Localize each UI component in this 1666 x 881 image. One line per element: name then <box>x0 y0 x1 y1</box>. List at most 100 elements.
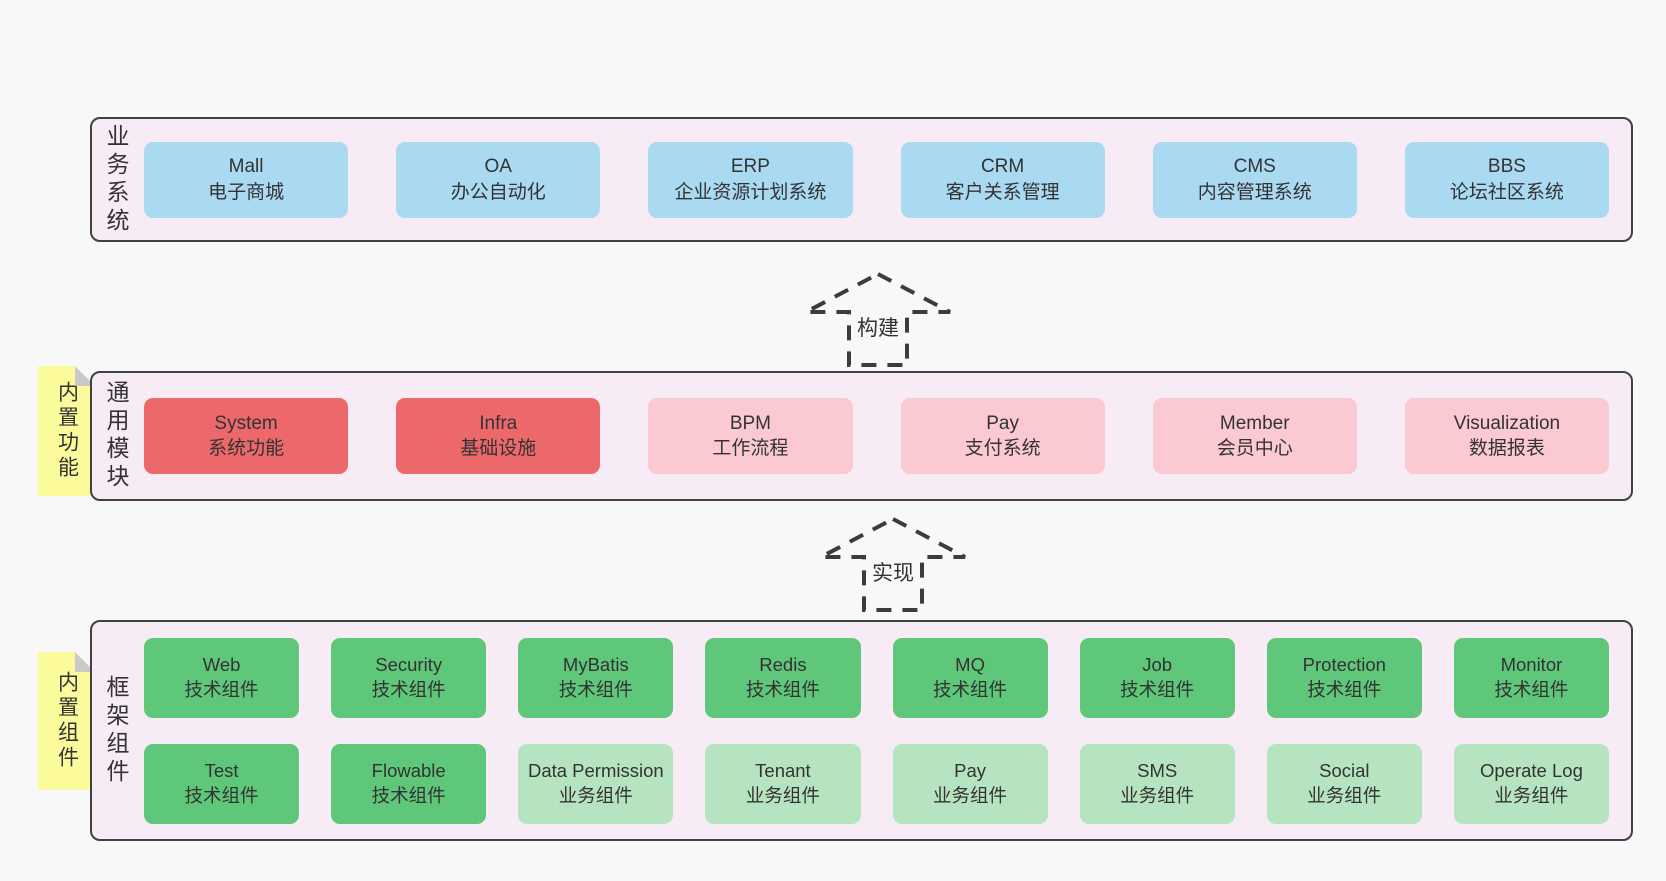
module-box-oa: OA 办公自动化 <box>396 141 601 218</box>
module-title: Visualization <box>1453 412 1561 434</box>
module-title: SMS <box>1137 760 1178 782</box>
module-title: MyBatis <box>562 654 629 676</box>
implement-arrow-label: 实现 <box>868 556 918 588</box>
module-subtitle: 业务组件 <box>1494 784 1569 806</box>
module-title: Pay <box>954 760 986 782</box>
module-subtitle: 会员中心 <box>1216 438 1293 459</box>
dashed-up-arrow-icon <box>805 271 951 367</box>
module-subtitle: 基础设施 <box>460 438 537 459</box>
module-subtitle: 技术组件 <box>184 784 259 806</box>
module-subtitle: 办公自动化 <box>450 181 546 203</box>
band-label-common-modules: 通用模块 <box>103 380 129 492</box>
band-common-modules: 通用模块 System 系统功能 Infra 基础设施 BPM 工作流程 Pay 支付系统 Me… <box>90 371 1633 501</box>
band-label-framework-components: 框架组件 <box>103 674 129 787</box>
module-subtitle: 业务组件 <box>1307 784 1382 806</box>
module-title: System <box>214 412 278 434</box>
module-title: Infra <box>479 412 518 434</box>
module-title: Web <box>202 654 241 676</box>
module-title: Job <box>1142 654 1173 676</box>
module-title: Operate Log <box>1480 760 1583 782</box>
module-subtitle: 技术组件 <box>1120 678 1195 700</box>
module-title: BBS <box>1487 156 1526 178</box>
build-arrow: 构建 <box>803 271 953 368</box>
module-title: Monitor <box>1500 654 1563 676</box>
module-title: Social <box>1319 760 1370 782</box>
module-subtitle: 客户关系管理 <box>945 181 1060 203</box>
implement-arrow: 实现 <box>818 516 968 613</box>
module-title: CRM <box>980 156 1025 178</box>
module-title: Data Permission <box>527 760 664 782</box>
module-subtitle: 数据报表 <box>1468 438 1545 459</box>
module-subtitle: 技术组件 <box>745 678 820 700</box>
module-subtitle: 业务组件 <box>745 784 820 806</box>
module-subtitle: 企业资源计划系统 <box>674 181 827 203</box>
band-business-systems: 业务系统 Mall 电子商城 OA 办公自动化 ERP 企业资源计划系统 CRM 客户关系管理… <box>90 117 1633 242</box>
sticky-note-built-in-components: 内置组件 <box>38 652 95 790</box>
module-title: BPM <box>729 412 771 434</box>
module-subtitle: 技术组件 <box>1494 678 1569 700</box>
module-subtitle: 业务组件 <box>933 784 1008 806</box>
module-subtitle: 技术组件 <box>184 678 259 700</box>
module-title: Pay <box>986 412 1019 434</box>
module-subtitle: 业务组件 <box>558 784 633 806</box>
module-subtitle: 业务组件 <box>1120 784 1195 806</box>
module-box-mall: Mall 电子商城 <box>144 141 349 218</box>
module-box-visualization: Visualization 数据报表 <box>1404 398 1609 474</box>
module-subtitle: 支付系统 <box>964 438 1041 459</box>
module-title: Flowable <box>371 760 446 782</box>
dashed-up-arrow-icon <box>820 516 966 612</box>
sticky-note-built-in-features: 内置功能 <box>38 366 95 496</box>
build-arrow-label: 构建 <box>853 311 903 343</box>
module-title: MQ <box>955 654 985 676</box>
module-subtitle: 技术组件 <box>1307 678 1382 700</box>
module-box-cms: CMS 内容管理系统 <box>1152 141 1357 218</box>
module-title: Mall <box>228 156 264 178</box>
module-box-erp: ERP 企业资源计划系统 <box>648 141 853 218</box>
module-title: Redis <box>759 654 807 676</box>
module-title: OA <box>484 156 512 178</box>
module-box-bpm: BPM 工作流程 <box>648 398 853 474</box>
module-title: ERP <box>730 156 770 178</box>
module-subtitle: 技术组件 <box>558 678 633 700</box>
module-subtitle: 工作流程 <box>712 438 789 459</box>
module-title: Security <box>375 654 443 676</box>
module-subtitle: 技术组件 <box>371 678 446 700</box>
module-title: CMS <box>1233 156 1276 178</box>
module-subtitle: 电子商城 <box>208 181 285 203</box>
band-grid: Mall 电子商城 OA 办公自动化 ERP 企业资源计划系统 CRM 客户关系管理 CMS 内容… <box>140 119 1631 240</box>
module-box-crm: CRM 客户关系管理 <box>900 141 1105 218</box>
module-title: Tenant <box>755 760 811 782</box>
module-box-bbs: BBS 论坛社区系统 <box>1404 141 1609 218</box>
module-subtitle: 技术组件 <box>933 678 1008 700</box>
module-box-infra: Infra 基础设施 <box>396 398 601 474</box>
sticky-note-label: 内置功能 <box>55 381 79 481</box>
module-subtitle: 系统功能 <box>208 438 285 459</box>
module-box-system: System 系统功能 <box>144 398 349 474</box>
module-subtitle: 内容管理系统 <box>1197 181 1312 203</box>
module-subtitle: 技术组件 <box>371 784 446 806</box>
sticky-note-label: 内置组件 <box>55 671 79 771</box>
module-box-pay: Pay 支付系统 <box>900 398 1105 474</box>
band-label-business-systems: 业务系统 <box>103 123 129 236</box>
module-title: Protection <box>1302 654 1386 676</box>
module-subtitle: 论坛社区系统 <box>1449 181 1564 203</box>
